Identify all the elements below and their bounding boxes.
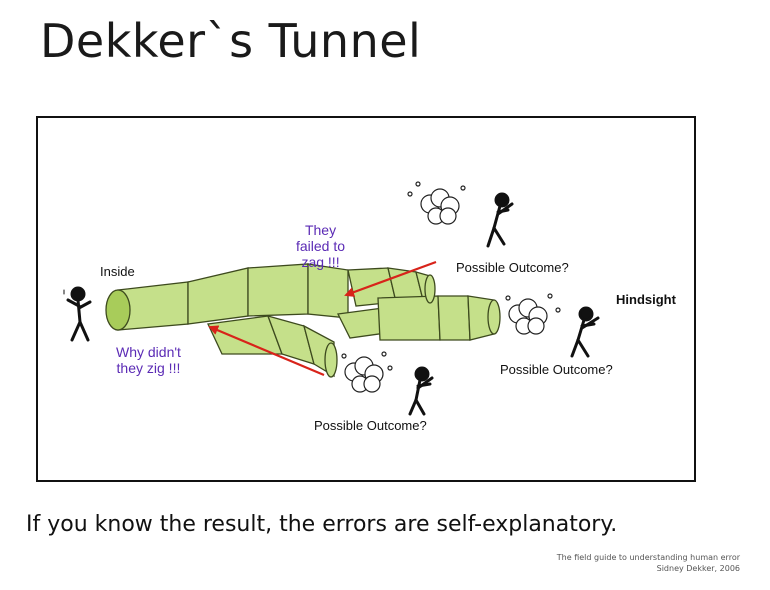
citation: The field guide to understanding human e… (557, 552, 740, 574)
tunnel-svg (63, 181, 600, 416)
figure-inside (63, 286, 92, 342)
citation-line-1: The field guide to understanding human e… (556, 553, 740, 562)
hindsight-label: Hindsight (616, 292, 676, 307)
outcome-cloud-right (505, 293, 561, 335)
outcome-cloud-bottom (341, 351, 393, 393)
slide-title: Dekker`s Tunnel (40, 14, 422, 68)
tunnel-trunk (117, 263, 349, 331)
zig-arrow (208, 325, 325, 377)
zig-label: Why didn't they zig !!! (116, 344, 181, 376)
figure-bottom (408, 366, 434, 416)
tunnel-exit-lower (324, 342, 338, 378)
figure-right (570, 306, 600, 358)
citation-line-2: Sidney Dekker, 2006 (656, 564, 740, 573)
inside-label: Inside (100, 264, 135, 279)
outcome-cloud-top (407, 181, 466, 225)
slide-tagline: If you know the result, the errors are s… (26, 512, 618, 537)
outcome-right-label: Possible Outcome? (500, 362, 613, 377)
tunnel-exit-right (487, 299, 501, 335)
tunnel-branch-lower (207, 315, 335, 378)
tunnel-exit-upper (424, 274, 436, 304)
outcome-top-label: Possible Outcome? (456, 260, 569, 275)
figure-top (486, 192, 514, 248)
tunnel-diagram: Inside They failed to zag !!! Why didn't… (36, 116, 696, 482)
zag-label: They failed to zag !!! (296, 222, 346, 270)
zag-arrow (344, 260, 437, 297)
outcome-bottom-label: Possible Outcome? (314, 418, 427, 433)
tunnel-branch-right (337, 295, 495, 341)
tunnel-entrance (105, 289, 131, 331)
